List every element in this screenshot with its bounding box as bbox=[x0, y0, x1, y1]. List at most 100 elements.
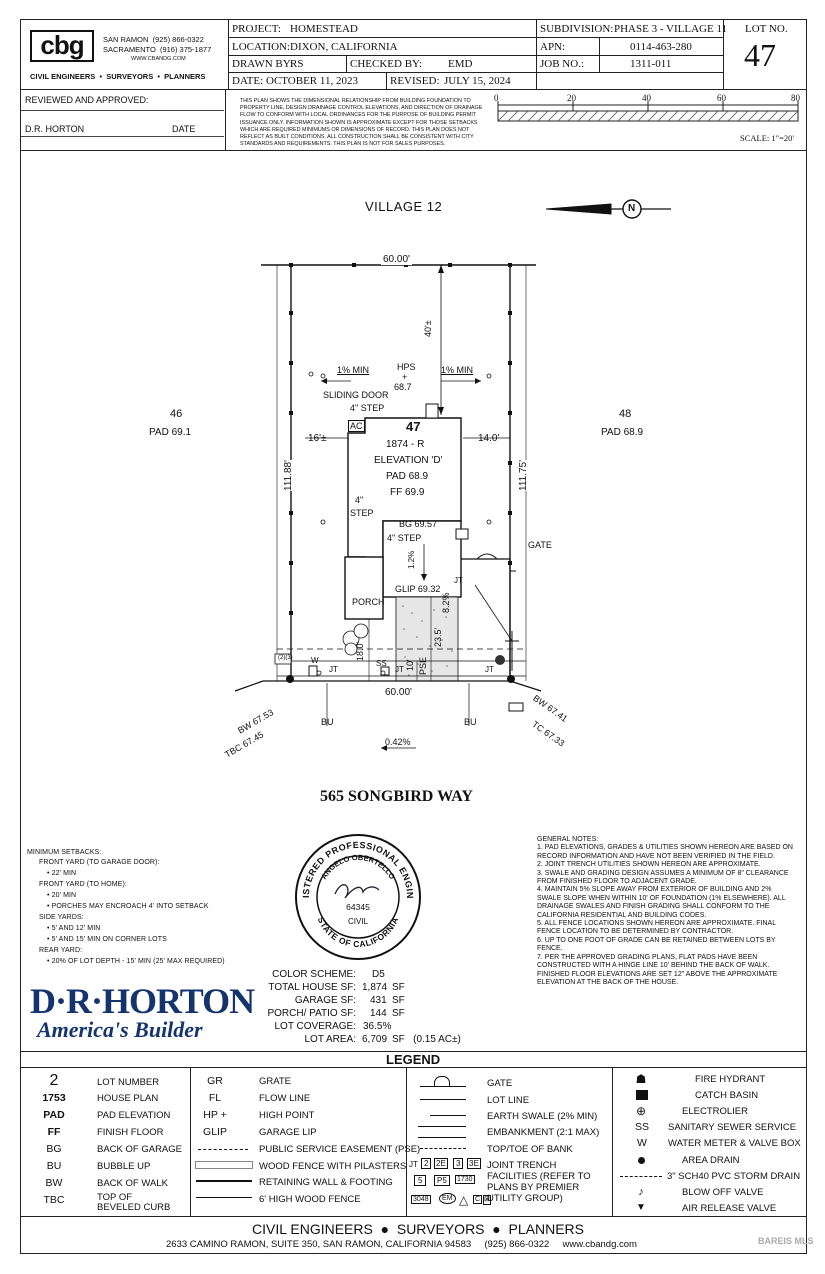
project-label: PROJECT: bbox=[232, 23, 281, 35]
house-plan-label: 1874 - R bbox=[386, 439, 425, 450]
engineer-seal: REGISTERED PROFESSIONAL ENGINEER ANGELO … bbox=[289, 824, 423, 962]
electrolier-icon: ⊕ bbox=[635, 1104, 647, 1118]
legend-desc-ff: FINISH FLOOR bbox=[97, 1127, 164, 1138]
blow-off-valve-icon: ♪ bbox=[638, 1186, 644, 1198]
setback-line-4: • 20' MIN bbox=[47, 892, 77, 899]
site-plan: VILLAGE 12 N 60.00' 40'± 111.88' 111.75'… bbox=[21, 151, 807, 831]
village-label: VILLAGE 12 bbox=[365, 199, 443, 214]
storm-drain-line-icon bbox=[620, 1176, 662, 1177]
seal-number: 64345 bbox=[346, 902, 370, 912]
step-left-2: STEP bbox=[350, 508, 374, 518]
legend-desc-wood-fence-pilasters: WOOD FENCE WITH PILASTERS bbox=[259, 1161, 407, 1172]
stat-area-label: LOT AREA: bbox=[304, 1034, 356, 1045]
legend-desc-ss: SANITARY SEWER SERVICE bbox=[668, 1122, 797, 1133]
legend-jt-sym: JT bbox=[409, 1160, 418, 1169]
scale-tick-20: 20 bbox=[567, 93, 576, 103]
legend-desc-fire-hydrant: FIRE HYDRANT bbox=[695, 1074, 766, 1085]
bubble-up-left: BU bbox=[321, 717, 334, 727]
legend-desc-blow-off: BLOW OFF VALVE bbox=[682, 1187, 764, 1198]
bottom-width-dim: 60.00' bbox=[385, 687, 412, 698]
note-5: 5. ALL FENCE LOCATIONS SHOWN HEREON ARE … bbox=[537, 920, 776, 936]
location-label: LOCATION: bbox=[232, 41, 291, 53]
legend-sym-gr: GR bbox=[207, 1075, 223, 1087]
legend-desc-tbc: TOP OF BEVELED CURB bbox=[97, 1192, 171, 1213]
lot-no-label: LOT NO. bbox=[745, 23, 788, 35]
cbg-logo: cbg bbox=[30, 30, 94, 62]
slope-left: 1% MIN bbox=[337, 365, 370, 375]
right-lot-pad: PAD 68.9 bbox=[601, 427, 644, 438]
company-logo-block: cbg SAN RAMON (925) 866-0322 SACRAMENTO … bbox=[21, 20, 228, 89]
sewer-label: SS bbox=[376, 659, 387, 668]
stat-porch-label: PORCH/ PATIO SF: bbox=[267, 1008, 356, 1019]
legend-desc-house-plan: HOUSE PLAN bbox=[97, 1093, 159, 1104]
pse-label: PSE bbox=[418, 656, 428, 675]
scale-label: SCALE: 1"=20' bbox=[740, 133, 794, 143]
legend-desc-swale: EARTH SWALE (2% MIN) bbox=[487, 1111, 598, 1122]
stat-area-value: 6,709 bbox=[362, 1034, 388, 1045]
note-1: 1. PAD ELEVATIONS, GRADES & UTILITIES SH… bbox=[537, 844, 793, 860]
step-top-label: 4" STEP bbox=[350, 403, 385, 413]
legend-desc-pad: PAD ELEVATION bbox=[97, 1110, 171, 1121]
legend-desc-pse: PUBLIC SERVICE EASEMENT (PSE) bbox=[259, 1144, 421, 1155]
jt-label-mid: JT bbox=[395, 665, 404, 674]
date-label: DATE: bbox=[232, 75, 264, 87]
lot-stats: COLOR SCHEME: D5 TOTAL HOUSE SF: 1,874 S… bbox=[222, 969, 460, 1049]
legend-desc-gr: GRATE bbox=[259, 1076, 292, 1087]
legend-desc-catch-basin: CATCH BASIN bbox=[695, 1090, 759, 1101]
legend-jt-em-icon: EM bbox=[439, 1193, 456, 1204]
setback-line-6: SIDE YARDS: bbox=[39, 914, 84, 921]
legend-desc-hp: HIGH POINT bbox=[259, 1110, 315, 1121]
legend-sym-pad: PAD bbox=[43, 1109, 65, 1121]
jt-facility-label: (2)(3) bbox=[278, 655, 293, 661]
checked-by-value: EMD bbox=[448, 58, 473, 70]
legend-desc-air-release: AIR RELEASE VALVE bbox=[682, 1203, 777, 1214]
driveway-length: 23.5' bbox=[433, 627, 443, 647]
legend-embankment-icon bbox=[418, 1126, 466, 1138]
fire-hydrant-icon: ☗ bbox=[635, 1072, 647, 1086]
legend-sym-house-plan: 1753 bbox=[42, 1092, 66, 1104]
catch-basin-icon bbox=[636, 1090, 648, 1100]
legend-desc-jt: JOINT TRENCH FACILITIES (REFER TO PLANS … bbox=[487, 1160, 591, 1204]
legend-desc-retaining-wall: RETAINING WALL & FOOTING bbox=[259, 1177, 393, 1188]
note-7: 7. PER THE APPROVED GRADING PLANS, FLAT … bbox=[537, 953, 778, 986]
stat-coverage-value: 36.5% bbox=[363, 1021, 392, 1032]
sliding-door-label: SLIDING DOOR bbox=[323, 390, 389, 400]
legend-desc-storm-drain: 3" SCH40 PVC STORM DRAIN bbox=[667, 1171, 801, 1182]
legend-desc-fl: FLOW LINE bbox=[259, 1093, 311, 1104]
legend-desc-lot-line: LOT LINE bbox=[487, 1095, 530, 1106]
left-side-dim: 16'± bbox=[308, 433, 327, 444]
left-lot-number: 46 bbox=[170, 408, 183, 420]
setbacks-title: MINIMUM SETBACKS: bbox=[27, 849, 102, 856]
jt-label-left: JT bbox=[329, 665, 338, 674]
office-san-ramon: SAN RAMON (925) 866-0322 bbox=[103, 35, 204, 44]
footer-address: 2633 CAMINO RAMON, SUITE 350, SAN RAMON,… bbox=[166, 1239, 637, 1250]
north-letter: N bbox=[628, 203, 636, 214]
legend-sym-glip: GLIP bbox=[203, 1126, 227, 1138]
garage-slope: 1.2% bbox=[407, 550, 416, 569]
drawn-by-value: RS bbox=[290, 58, 304, 70]
setback-line-9: REAR YARD: bbox=[39, 947, 83, 954]
drhorton-tagline: America's Builder bbox=[37, 1017, 203, 1042]
note-3: 3. SWALE AND GRADING DESIGN ASSUMES A MI… bbox=[537, 869, 789, 886]
legend-sym-ff: FF bbox=[47, 1126, 61, 1138]
right-side-dim: 14.0' bbox=[478, 433, 500, 444]
legend-title: LEGEND bbox=[386, 1052, 441, 1067]
stat-house-unit: SF bbox=[392, 982, 405, 993]
left-depth-dim: 111.88' bbox=[283, 459, 294, 491]
hps-plus-icon: + bbox=[402, 372, 408, 382]
legend-top-toe-icon bbox=[420, 1148, 466, 1149]
footer-title: CIVIL ENGINEERS ● SURVEYORS ● PLANNERS bbox=[252, 1221, 585, 1237]
left-lot-pad: PAD 69.1 bbox=[149, 427, 192, 438]
legend-desc-embankment: EMBANKMENT (2:1 MAX) bbox=[487, 1127, 600, 1138]
setback-line-8: • 5' AND 15' MIN ON CORNER LOTS bbox=[47, 936, 167, 943]
note-4: 4. MAINTAIN 5% SLOPE AWAY FROM EXTERIOR … bbox=[537, 886, 786, 919]
street-address: 565 SONGBIRD WAY bbox=[320, 788, 473, 805]
reviewer-company: D.R. HORTON bbox=[25, 124, 85, 134]
air-release-valve-icon: ▼ bbox=[636, 1202, 646, 1213]
water-meter-label: W bbox=[311, 656, 319, 665]
scale-bar: 0 20 40 60 80 SCALE: 1"=20' bbox=[494, 93, 802, 145]
legend-desc-lot-number: LOT NUMBER bbox=[97, 1077, 160, 1088]
stat-area-unit: SF (0.15 AC±) bbox=[392, 1034, 461, 1045]
right-lot-number: 48 bbox=[619, 408, 632, 420]
subdivision-label: SUBDIVISION: bbox=[540, 23, 614, 35]
